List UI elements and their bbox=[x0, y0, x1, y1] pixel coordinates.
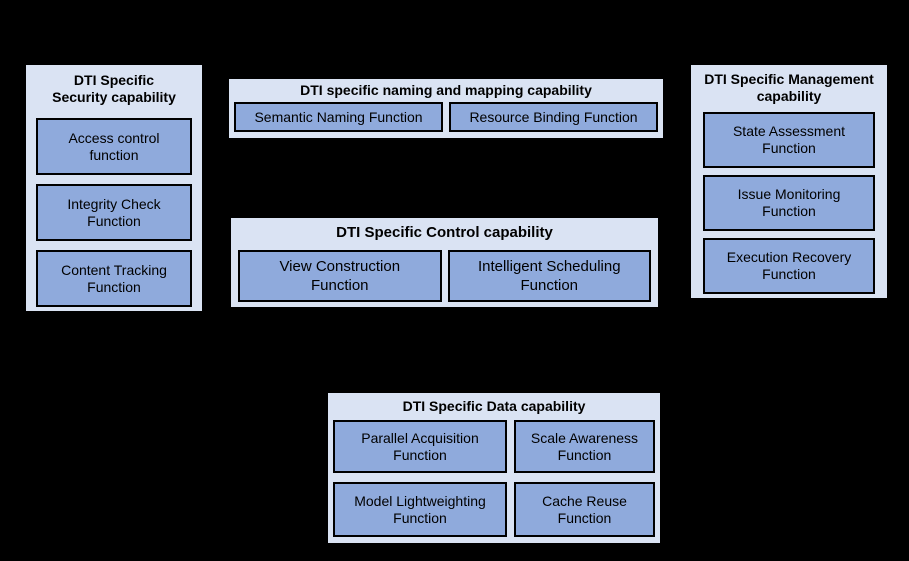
group-title-line: DTI Specific Management bbox=[704, 71, 874, 87]
function-list: View Construction Function Intelligent S… bbox=[238, 250, 651, 302]
function-label: Resource Binding Function bbox=[469, 108, 638, 125]
function-label: Cache Reuse Function bbox=[542, 492, 627, 526]
function-label: Intelligent Scheduling Function bbox=[477, 258, 621, 294]
function-label: Model Lightweighting Function bbox=[354, 492, 486, 526]
function-box-intelligent-scheduling: Intelligent Scheduling Function bbox=[447, 250, 651, 302]
function-box-access-control: Access control function bbox=[36, 118, 192, 175]
group-title-line: capability bbox=[756, 88, 822, 104]
function-label: Integrity Check Function bbox=[67, 195, 161, 229]
group-title-line: Security capability bbox=[52, 89, 176, 105]
group-management-capability: DTI Specific Management capability State… bbox=[690, 64, 888, 299]
group-title-line: DTI Specific Control capability bbox=[336, 224, 553, 241]
function-label: Parallel Acquisition Function bbox=[361, 429, 479, 463]
function-row: Parallel Acquisition Function Scale Awar… bbox=[333, 420, 655, 473]
function-label: Execution Recovery Function bbox=[726, 249, 852, 282]
function-box-integrity-check: Integrity Check Function bbox=[36, 184, 192, 241]
function-box-state-assessment: State Assessment Function bbox=[703, 112, 875, 168]
group-data-capability: DTI Specific Data capability Parallel Ac… bbox=[327, 392, 661, 544]
group-title-line: DTI specific naming and mapping capabili… bbox=[300, 82, 592, 98]
function-label: Semantic Naming Function bbox=[254, 108, 423, 125]
group-title-line: DTI Specific Data capability bbox=[402, 398, 586, 414]
group-title-line: DTI Specific bbox=[73, 72, 155, 88]
function-list: Access control function Integrity Check … bbox=[36, 118, 192, 307]
function-label: State Assessment Function bbox=[732, 123, 846, 156]
function-label: Access control function bbox=[68, 129, 160, 163]
function-list: Parallel Acquisition Function Scale Awar… bbox=[333, 420, 655, 537]
function-box-execution-recovery: Execution Recovery Function bbox=[703, 238, 875, 294]
function-label: View Construction Function bbox=[279, 258, 401, 294]
group-control-capability: DTI Specific Control capability View Con… bbox=[230, 217, 659, 308]
function-label: Scale Awareness Function bbox=[530, 429, 639, 463]
function-label: Content Tracking Function bbox=[61, 261, 167, 295]
function-row: Model Lightweighting Function Cache Reus… bbox=[333, 482, 655, 537]
function-box-cache-reuse: Cache Reuse Function bbox=[514, 482, 655, 537]
group-title: DTI Specific Management capability bbox=[703, 71, 875, 105]
group-title: DTI Specific Control capability bbox=[238, 224, 651, 242]
group-title: DTI Specific Security capability bbox=[36, 72, 192, 106]
function-list: Semantic Naming Function Resource Bindin… bbox=[234, 102, 658, 132]
function-box-view-construction: View Construction Function bbox=[238, 250, 442, 302]
function-box-issue-monitoring: Issue Monitoring Function bbox=[703, 175, 875, 231]
group-security-capability: DTI Specific Security capability Access … bbox=[25, 64, 203, 312]
function-box-semantic-naming: Semantic Naming Function bbox=[234, 102, 443, 132]
function-box-content-tracking: Content Tracking Function bbox=[36, 250, 192, 307]
function-box-scale-awareness: Scale Awareness Function bbox=[514, 420, 655, 473]
function-box-resource-binding: Resource Binding Function bbox=[449, 102, 658, 132]
function-box-parallel-acquisition: Parallel Acquisition Function bbox=[333, 420, 507, 473]
function-box-model-lightweighting: Model Lightweighting Function bbox=[333, 482, 507, 537]
group-naming-and-mapping-capability: DTI specific naming and mapping capabili… bbox=[228, 78, 664, 139]
group-title: DTI Specific Data capability bbox=[333, 398, 655, 415]
function-list: State Assessment Function Issue Monitori… bbox=[703, 112, 875, 294]
group-title: DTI specific naming and mapping capabili… bbox=[234, 82, 658, 99]
function-label: Issue Monitoring Function bbox=[737, 186, 841, 219]
